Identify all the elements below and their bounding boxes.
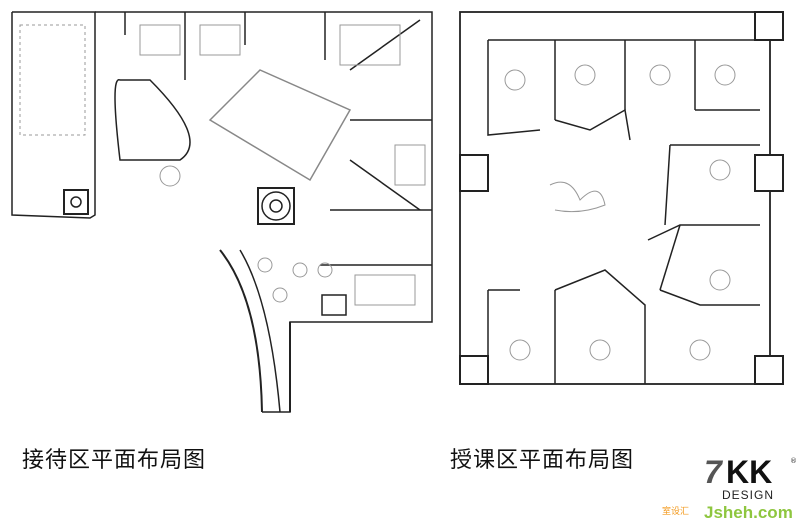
logo-seven: 7 (704, 454, 722, 490)
brand-logo: 7 KK ® DESIGN Jsheh.com (700, 456, 800, 524)
reception-plan (11, 11, 433, 413)
classroom-plan-caption: 授课区平面布局图 (450, 448, 635, 473)
watermark-cn: 室设汇 (662, 507, 690, 517)
logo-registered: ® (790, 457, 797, 465)
logo-kk: KK (726, 454, 773, 490)
reception-plan-caption: 接待区平面布局图 (22, 448, 207, 473)
watermark: Jsheh.com (704, 503, 793, 522)
logo-design: DESIGN (722, 488, 775, 502)
classroom-plan (459, 11, 784, 385)
